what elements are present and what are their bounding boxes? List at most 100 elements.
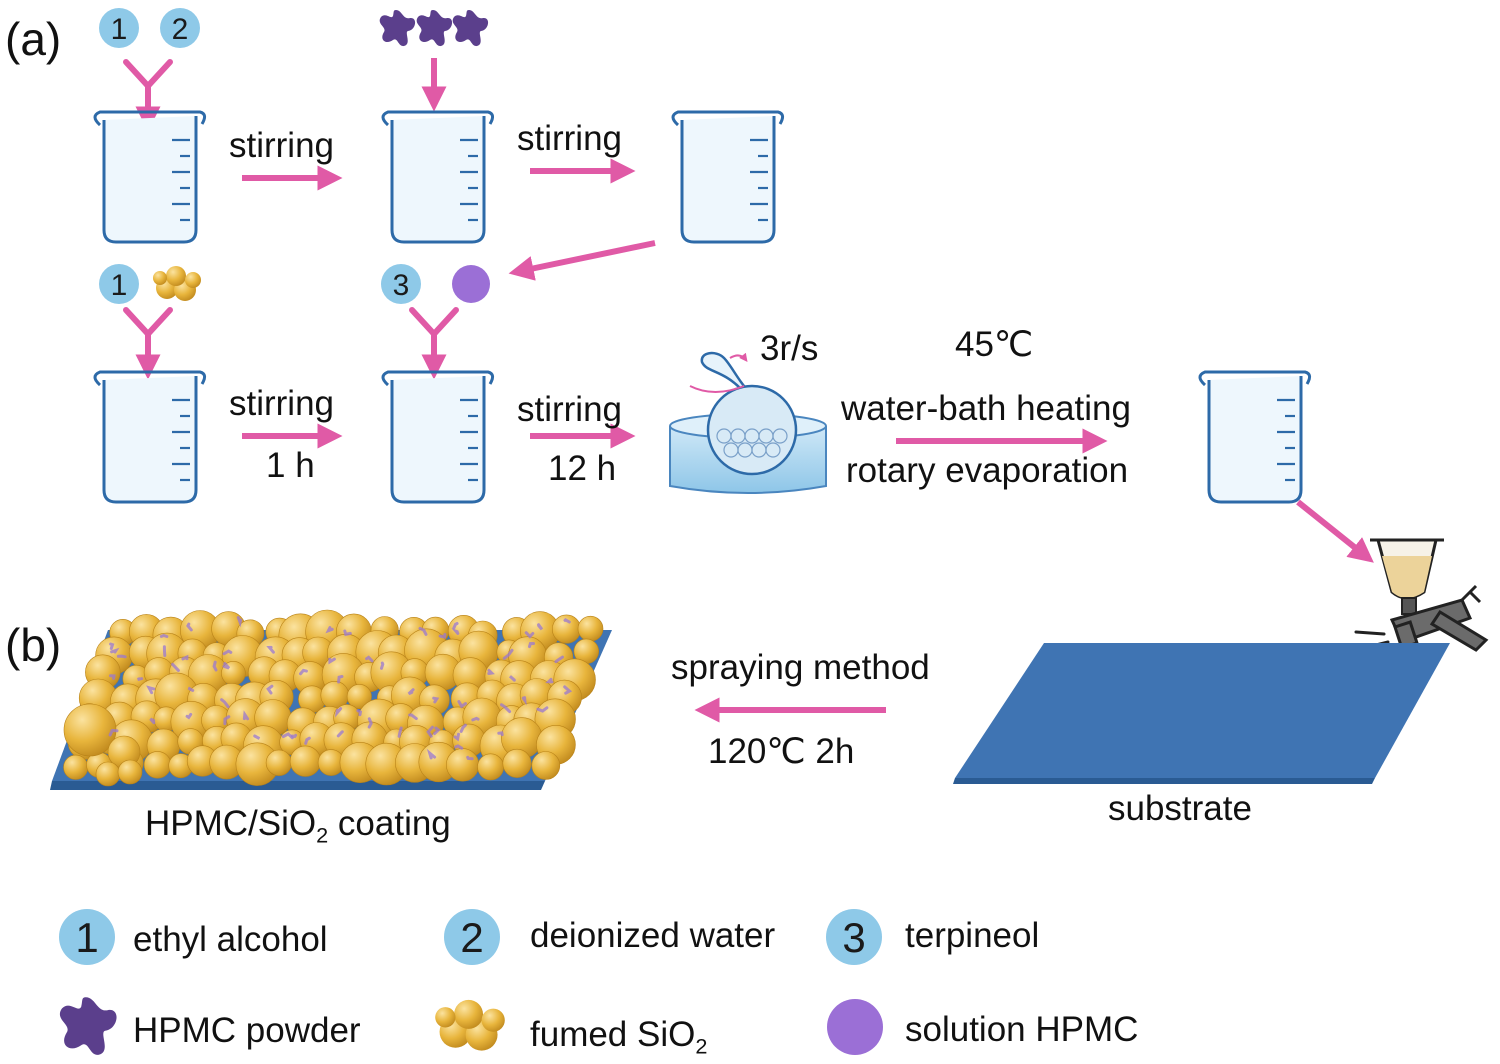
legend-ethyl-label: ethyl alcohol [133, 920, 328, 959]
hpmc-fiber [109, 642, 115, 650]
hpmc-stars-top [379, 10, 489, 47]
hpmc-fiber [365, 655, 374, 663]
hpmc-fiber [220, 698, 230, 709]
hpmc-fiber [109, 674, 116, 680]
beaker-4 [93, 370, 207, 504]
hpmc-fiber [266, 684, 274, 695]
hpmc-fiber [497, 731, 504, 737]
silica-particle [531, 751, 561, 780]
hpmc-fiber [222, 662, 231, 670]
hpmc-fiber [408, 713, 418, 721]
merge-arrow-3 [412, 310, 456, 372]
hpmc-fiber [554, 655, 564, 664]
fumed-silica-mid [153, 266, 201, 301]
legend-water-label: deionized water [530, 916, 776, 955]
hpmc-fiber [356, 709, 363, 717]
hpmc-fiber [426, 748, 437, 760]
label-curing: 120℃ 2h [708, 732, 855, 771]
hpmc-fiber [253, 734, 261, 740]
label-rotation-speed: 3r/s [760, 329, 819, 368]
hpmc-fiber [521, 696, 527, 706]
hpmc-fiber [337, 675, 344, 684]
hpmc-fiber [187, 686, 195, 692]
silica-particle [346, 683, 372, 709]
beaker-3 [671, 110, 785, 244]
legend-fumed-silica-icon [435, 999, 505, 1051]
hpmc-fiber [236, 616, 243, 628]
legend-water-icon: 2 [444, 909, 500, 965]
silica-particle [289, 745, 322, 777]
hpmc-fiber [367, 717, 373, 729]
hpmc-fiber [528, 642, 535, 649]
spray-gun [1354, 538, 1489, 670]
legend-hpmc-powder-icon [59, 997, 117, 1055]
hpmc-fiber [452, 622, 459, 630]
label-water-bath: water-bath heating [841, 389, 1131, 428]
silica-particle [265, 749, 293, 776]
hpmc-fiber [186, 622, 193, 632]
svg-text:2: 2 [460, 914, 483, 961]
hpmc-fiber [137, 677, 144, 681]
silica-particle-layer [63, 609, 604, 787]
label-stirring-4: stirring [517, 390, 623, 429]
solution-hpmc-mid [452, 265, 490, 303]
hpmc-fiber [487, 668, 495, 675]
hpmc-fiber [451, 628, 460, 635]
hpmc-fiber [242, 710, 250, 721]
hpmc-fiber [418, 626, 428, 636]
legend-terpineol-icon: 3 [826, 909, 882, 965]
silica-particle [446, 748, 480, 782]
hpmc-fiber [304, 736, 311, 745]
hpmc-fiber [266, 645, 275, 654]
silica-particle [63, 754, 89, 780]
beaker-slurry [1198, 370, 1312, 504]
legend-solution-label: solution HPMC [905, 1010, 1139, 1049]
legend-fumed-silica-label: fumed SiO2 [530, 1015, 708, 1059]
hpmc-fiber [432, 696, 440, 704]
label-stirring-2: stirring [517, 119, 623, 158]
hpmc-fiber [108, 728, 119, 737]
hpmc-fiber [110, 647, 120, 654]
silica-particle [143, 751, 172, 779]
legend-hpmc-powder-label: HPMC powder [133, 1011, 361, 1050]
panel-label-b: (b) [5, 619, 62, 671]
badge-terpineol-mid: 3 [381, 264, 421, 304]
svg-text:1: 1 [111, 13, 128, 46]
silica-particle [577, 615, 604, 642]
hpmc-fiber [453, 732, 460, 742]
merge-arrow-2 [126, 310, 170, 372]
label-substrate: substrate [1108, 789, 1252, 828]
hpmc-fiber [149, 717, 156, 725]
hpmc-fiber [407, 688, 415, 696]
legend-ethyl-icon: 1 [59, 909, 115, 965]
label-coating: HPMC/SiO2 coating [145, 804, 451, 848]
silica-particle [95, 761, 121, 787]
label-rotary-evaporation: rotary evaporation [846, 451, 1129, 490]
hpmc-fiber [471, 716, 480, 722]
label-temperature: 45℃ [955, 325, 1034, 364]
substrate-plate [953, 643, 1450, 784]
hpmc-fiber [146, 685, 156, 695]
label-time-12h: 12 h [548, 449, 617, 488]
arrow-return [508, 240, 656, 281]
hpmc-fiber [343, 629, 352, 637]
svg-text:2: 2 [172, 13, 189, 46]
label-stirring-1: stirring [229, 126, 335, 165]
svg-text:1: 1 [75, 914, 98, 961]
hpmc-fiber [325, 626, 334, 634]
label-stirring-3: stirring [229, 384, 335, 423]
hpmc-fiber [545, 677, 554, 684]
svg-text:1: 1 [111, 269, 128, 302]
hpmc-fiber [290, 733, 298, 739]
hpmc-fiber [335, 707, 343, 718]
hpmc-fiber [459, 723, 467, 733]
hpmc-sio2-coating [50, 609, 612, 790]
hpmc-fiber [466, 755, 474, 761]
hpmc-fiber [500, 703, 512, 714]
label-spraying-method: spraying method [671, 648, 930, 687]
beaker-1 [93, 110, 207, 244]
hpmc-fiber [502, 648, 514, 660]
hpmc-fiber [397, 726, 403, 738]
